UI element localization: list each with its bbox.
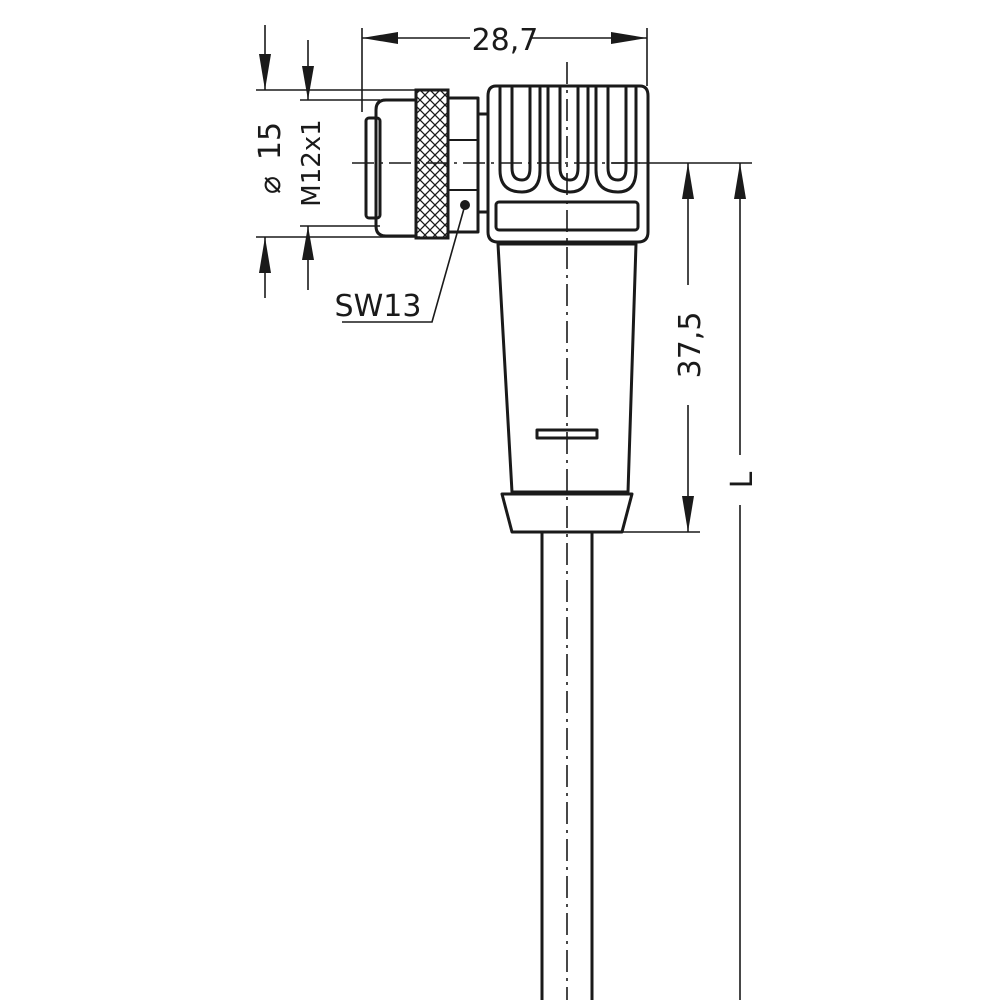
leader-wrench-size: SW13: [335, 204, 466, 324]
coupling-nut: [364, 88, 490, 240]
dimension-diameter: ⌀ 15: [253, 25, 420, 298]
dimension-label-thread: M12x1: [297, 119, 327, 206]
dimension-label-length: L: [725, 471, 760, 488]
dimension-thread: M12x1: [297, 40, 380, 290]
cable: [540, 530, 594, 1000]
dimension-label-diameter: 15: [253, 122, 288, 160]
dimension-cable-length: L: [725, 163, 760, 1000]
dimension-label-housing: 37,5: [673, 312, 708, 379]
dimension-housing-length: 37,5: [612, 162, 752, 533]
dimension-label-wrench: SW13: [335, 289, 422, 324]
diameter-symbol: ⌀: [253, 176, 288, 194]
dimension-width-top: 28,7: [361, 23, 648, 112]
dimension-label-width: 28,7: [472, 23, 539, 58]
angled-housing: [486, 84, 650, 244]
